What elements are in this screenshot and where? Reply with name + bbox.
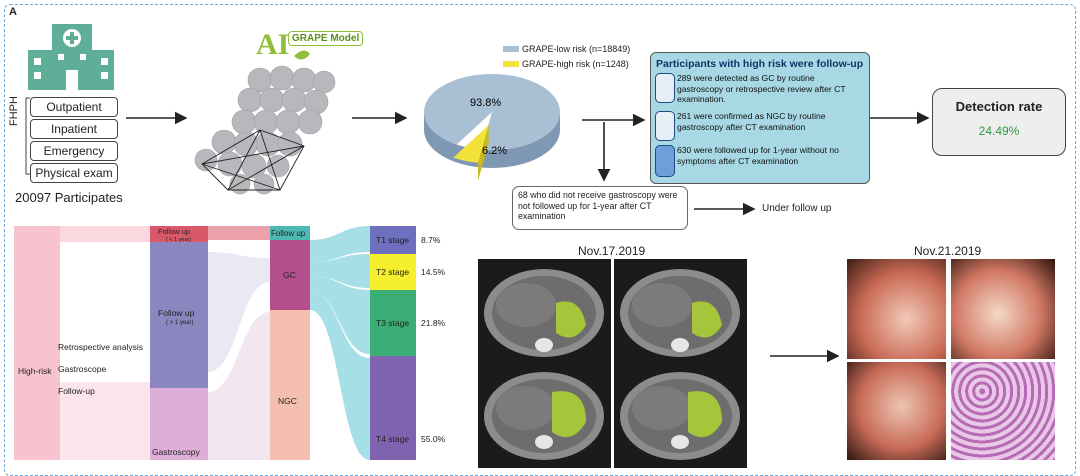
legend-swatch-high [503, 61, 519, 67]
ward-emergency: Emergency [30, 141, 118, 161]
model-label: GRAPE Model [288, 31, 364, 46]
flow-arrows [126, 111, 930, 363]
followup-box: Participants with high risk were follow-… [650, 52, 870, 184]
sankey-method-gastroscope: Gastroscope [58, 364, 106, 374]
ct-date: Nov.17.2019 [578, 244, 646, 258]
followup-text-1year: 630 were followed up for 1-year without … [677, 145, 839, 166]
under-follow-up-label: Under follow up [762, 203, 832, 214]
sankey-t1-pct: 8.7% [421, 235, 441, 245]
pie-high-slice [453, 125, 489, 163]
sankey-flow-ngc [208, 312, 270, 460]
sankey-t2-node [370, 254, 416, 290]
sankey-flow-t4 [310, 292, 370, 460]
pie-low-pct: 93.8% [470, 97, 501, 109]
followup-item-gc: 289 were detected as GC by routine gastr… [655, 73, 863, 105]
risk-pie-chart: 93.8% 6.2% [424, 73, 560, 181]
sankey-flow-t2 [310, 254, 370, 288]
sankey-fu-short-sub: ( < 1 year) [166, 237, 191, 243]
stomach-icon [655, 111, 675, 141]
sankey-method-retro: Retrospective analysis [58, 342, 143, 352]
followup-title: Participants with high risk were follow-… [656, 58, 864, 70]
endoscopy-date: Nov.21.2019 [914, 244, 982, 258]
model-logo: AI [256, 28, 289, 61]
sankey-t1-node [370, 226, 416, 254]
ward-outpatient: Outpatient [30, 97, 118, 117]
legend-low-risk: GRAPE-low risk (n=18849) [522, 44, 631, 54]
ward-physical-exam: Physical exam [30, 163, 118, 183]
sankey-high-risk-node [14, 226, 60, 460]
sankey-flow-t3 [310, 276, 370, 354]
sankey-fu-short-node [150, 226, 208, 242]
ct-scan-image [614, 259, 747, 365]
sankey-flow-short [60, 226, 150, 242]
followup-text-gc: 289 were detected as GC by routine gastr… [677, 73, 846, 104]
sankey-follow-up-label: Follow up [271, 229, 306, 238]
sankey-t3-label: T3 stage [376, 318, 409, 328]
sankey-fu-long-node [150, 242, 208, 388]
sankey-fu-long-sub: ( > 1 year) [166, 320, 194, 326]
tablet-icon [655, 145, 675, 177]
sankey-gastroscopy-label: Gastroscopy [152, 447, 200, 457]
grape-model-illustration: AI [194, 28, 336, 195]
sankey-t3-node [370, 290, 416, 356]
pie-low-slice [424, 73, 560, 150]
sankey-flow-t1 [310, 226, 370, 262]
detection-value: 24.49% [978, 124, 1020, 138]
participants-count: 20097 Participates [15, 190, 123, 205]
panel-label: A [9, 6, 17, 18]
followup-item-1year: 630 were followed up for 1-year without … [655, 145, 863, 179]
sankey-flow-gastro [60, 382, 150, 460]
sankey-t4-node [370, 356, 416, 460]
sankey-flow-fu [208, 226, 270, 240]
legend-swatch-low [503, 46, 519, 52]
sankey-follow-up-node [270, 226, 310, 240]
sankey-gc-node [270, 240, 310, 310]
sankey-high-risk-label: High-risk [18, 366, 52, 376]
endoscopy-image [847, 362, 946, 460]
ct-scan-image [478, 259, 611, 365]
hospital-icon [28, 24, 114, 90]
not-followed-box: 68 who did not receive gastroscopy were … [512, 186, 688, 230]
sankey-flow-gc [208, 252, 270, 372]
pie-high-depth [478, 125, 489, 181]
sankey-t4-pct: 55.0% [421, 434, 446, 444]
ward-inpatient: Inpatient [30, 119, 118, 139]
ct-scan-image [478, 362, 611, 468]
endoscopy-image [951, 259, 1055, 359]
sankey-fu-long-label: Follow up [158, 308, 195, 318]
sankey-t3-pct: 21.8% [421, 318, 446, 328]
endoscopy-image [847, 259, 946, 359]
pie-high-pct: 6.2% [482, 145, 507, 157]
sankey-t1-label: T1 stage [376, 235, 409, 245]
ward-bracket [25, 97, 30, 175]
detection-title: Detection rate [955, 99, 1043, 114]
sankey-gastroscopy-node [150, 388, 208, 460]
sankey-t4-label: T4 stage [376, 434, 409, 444]
followup-text-ngc: 261 were confirmed as NGC by routine gas… [677, 111, 826, 132]
legend-high-risk: GRAPE-high risk (n=1248) [522, 59, 629, 69]
sankey-gc-label: GC [283, 270, 296, 280]
sankey-method-followup: Follow-up [58, 386, 95, 396]
sankey-ngc-label: NGC [278, 396, 297, 406]
sankey-t2-pct: 14.5% [421, 267, 446, 277]
sankey-diagram: High-risk Retrospective analysis Gastros… [14, 226, 446, 460]
sankey-fu-short-label: Follow up [158, 227, 190, 236]
sankey-ngc-node [270, 310, 310, 460]
stomach-icon [655, 73, 675, 103]
ct-scan-image [614, 362, 747, 468]
detection-rate-box: Detection rate 24.49% [932, 88, 1066, 156]
histology-image [951, 362, 1055, 460]
followup-item-ngc: 261 were confirmed as NGC by routine gas… [655, 111, 863, 141]
sankey-t2-label: T2 stage [376, 267, 409, 277]
